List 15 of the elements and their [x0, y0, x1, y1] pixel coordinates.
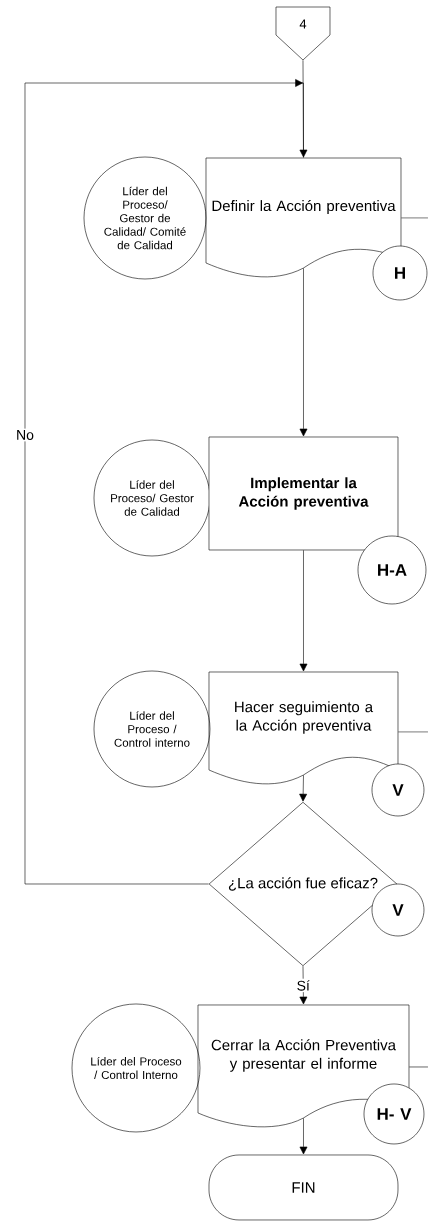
edge-label: No: [14, 428, 36, 442]
process-box: Implementar la Acción preventiva: [208, 436, 399, 551]
node-label: H: [395, 267, 405, 279]
arrow: [24, 79, 304, 885]
off-page-connector: 4: [275, 6, 331, 61]
node-label: V: [392, 784, 404, 796]
node-label: H-A: [378, 564, 407, 576]
arrow: [299, 965, 308, 1005]
arrow: [299, 60, 308, 158]
arrow: [299, 1118, 308, 1155]
arrow: [299, 268, 308, 437]
edge-label: Sí: [295, 978, 312, 993]
arrow: [299, 550, 308, 672]
node-label: H- V: [377, 1108, 412, 1120]
arrow: [299, 775, 308, 802]
